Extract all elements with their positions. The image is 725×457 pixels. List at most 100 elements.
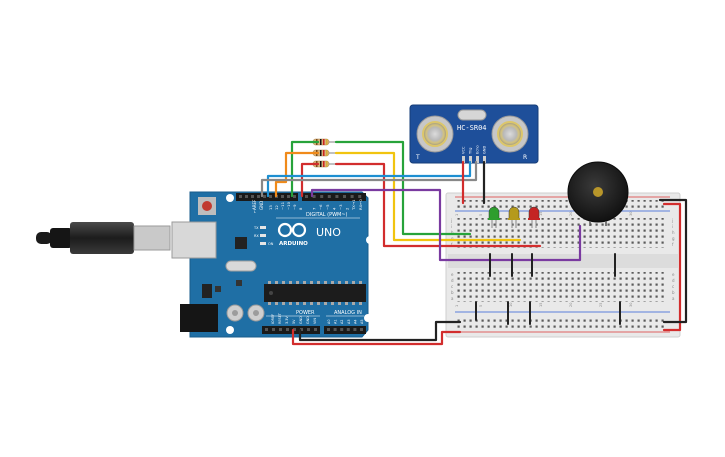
digital-header-left[interactable] bbox=[236, 193, 298, 201]
digital-pin-label: ~5 bbox=[325, 204, 330, 210]
header-pin bbox=[333, 328, 337, 331]
usb-connector bbox=[133, 225, 171, 251]
column-number: 5 bbox=[479, 305, 483, 307]
header-pin bbox=[353, 328, 357, 331]
aref-label: AREF bbox=[252, 199, 257, 210]
wire bbox=[334, 151, 522, 242]
wire bbox=[300, 162, 320, 198]
resistor-band bbox=[320, 161, 322, 167]
wire bbox=[310, 188, 582, 262]
crystal-oscillator bbox=[225, 260, 257, 272]
bottom-header-pins bbox=[265, 328, 363, 331]
digital-pin-label: 2 bbox=[345, 207, 350, 210]
row-letter: b bbox=[451, 290, 454, 295]
resistor-band bbox=[320, 150, 322, 156]
power-pin-label: GND bbox=[306, 316, 310, 324]
wires[interactable] bbox=[260, 140, 688, 346]
resistor-band bbox=[326, 161, 328, 167]
header-pin bbox=[263, 195, 266, 198]
terminal-top-holes[interactable] bbox=[456, 218, 666, 248]
header-pin bbox=[346, 328, 350, 331]
row-letter: g bbox=[451, 236, 454, 241]
row-letter: d bbox=[451, 278, 454, 283]
row-letter: a bbox=[672, 296, 675, 301]
digital-pin-label: RX←0 bbox=[358, 199, 363, 210]
row-letter: i bbox=[451, 224, 452, 229]
power-pin-label: VIN bbox=[313, 318, 317, 324]
capacitor-top bbox=[253, 310, 259, 316]
resistor-band bbox=[326, 150, 328, 156]
tx-led bbox=[260, 226, 266, 229]
row-letter: c bbox=[672, 284, 674, 289]
led-red bbox=[528, 206, 540, 220]
header-pin bbox=[239, 195, 242, 198]
brand-label: ARDUINO bbox=[279, 241, 308, 247]
usb-cable-plug bbox=[70, 222, 134, 254]
chip-pin bbox=[275, 302, 278, 305]
buzzer-center bbox=[593, 187, 603, 197]
header-pin bbox=[350, 195, 354, 198]
analog-pin-label: A1 bbox=[334, 320, 338, 324]
row-letter: f bbox=[672, 242, 674, 247]
sensor-pin bbox=[483, 156, 486, 163]
leds[interactable] bbox=[488, 206, 540, 228]
chip-pin bbox=[289, 281, 292, 284]
sensor-pin-label: GND bbox=[483, 146, 487, 154]
rail-top-holes[interactable] bbox=[456, 200, 666, 210]
led-flange bbox=[528, 218, 540, 220]
chip-pin bbox=[310, 302, 313, 305]
column-number: 1 bbox=[455, 305, 459, 307]
reset-button[interactable] bbox=[202, 201, 212, 211]
rail-bottom-holes[interactable] bbox=[456, 316, 666, 328]
chip-pin bbox=[317, 302, 320, 305]
header-pin bbox=[312, 195, 316, 198]
model-label: UNO bbox=[316, 226, 341, 239]
row-letter: b bbox=[672, 290, 675, 295]
rx-led bbox=[260, 234, 266, 237]
header-pin bbox=[307, 328, 310, 331]
usb-interface-chip bbox=[235, 237, 247, 249]
sensor-pin bbox=[469, 156, 472, 163]
analog-header[interactable] bbox=[324, 326, 366, 334]
column-number: 15 bbox=[539, 212, 543, 216]
chip-pin bbox=[275, 281, 278, 284]
column-number: 20 bbox=[569, 212, 573, 216]
on-led bbox=[260, 242, 266, 245]
analog-pin-label: A2 bbox=[340, 320, 344, 324]
resistors[interactable] bbox=[306, 138, 336, 168]
piezo-buzzer[interactable] bbox=[567, 161, 629, 226]
capacitor-top bbox=[232, 310, 238, 316]
row-letter: e bbox=[451, 272, 454, 277]
sensor-pin bbox=[476, 156, 479, 163]
column-number: 1 bbox=[455, 214, 459, 216]
power-header[interactable] bbox=[262, 326, 320, 334]
wire bbox=[334, 140, 472, 236]
column-number: 30 bbox=[629, 212, 633, 216]
chip-pin bbox=[296, 302, 299, 305]
resistor-band bbox=[323, 161, 325, 167]
chip-pin bbox=[310, 281, 313, 284]
chip-pin bbox=[359, 302, 362, 305]
chip-pin bbox=[331, 281, 334, 284]
wire bbox=[662, 202, 682, 332]
digital-pin-label: ~11 bbox=[280, 201, 285, 210]
chip-pin bbox=[359, 281, 362, 284]
digital-pin-label: 12 bbox=[274, 205, 279, 210]
row-letter: f bbox=[451, 242, 453, 247]
header-pin bbox=[327, 195, 331, 198]
digital-header-right[interactable] bbox=[302, 193, 366, 201]
led-yellow bbox=[508, 206, 520, 220]
terminal-bottom-holes[interactable] bbox=[456, 272, 666, 302]
header-pin bbox=[305, 195, 308, 198]
header-pin bbox=[257, 195, 260, 198]
column-number: 15 bbox=[539, 303, 543, 307]
power-pin-label: RESET bbox=[278, 312, 282, 324]
wire bbox=[291, 328, 462, 346]
row-letter: j bbox=[450, 218, 452, 223]
